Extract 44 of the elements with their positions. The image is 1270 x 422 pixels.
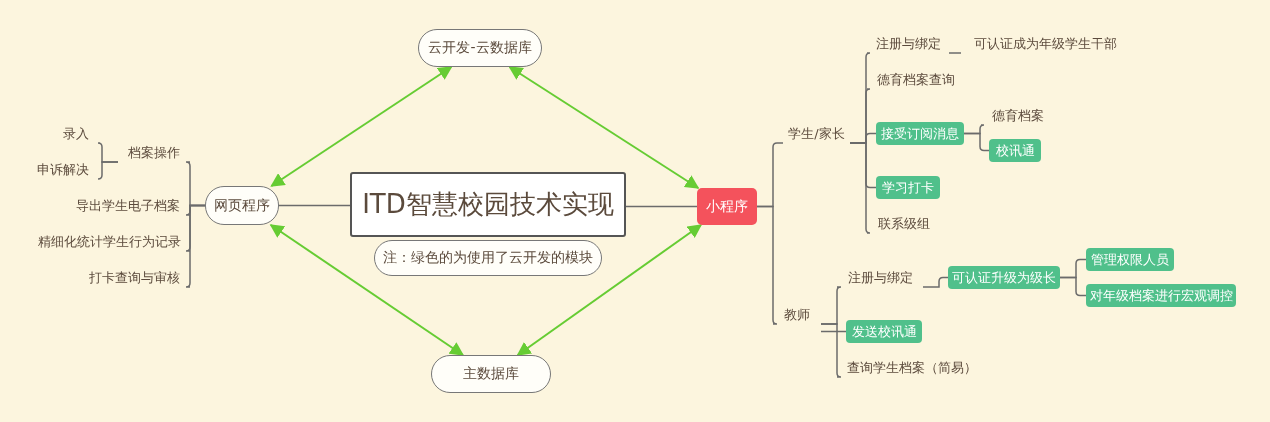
- topic-label: 精细化统计学生行为记录: [28, 232, 190, 251]
- branch-line: [185, 204, 206, 288]
- branch-line: [948, 52, 962, 54]
- branch-line: [278, 204, 351, 207]
- topic-label: 档案操作: [118, 143, 190, 162]
- topic-label: 查询学生档案（简易）: [837, 358, 986, 377]
- rounded-topic-box: 网页程序: [205, 186, 279, 225]
- topic-label: 学生/家长: [783, 124, 850, 143]
- central-topic-box: ITD智慧校园技术实现: [350, 172, 626, 237]
- double-arrow: [270, 66, 453, 187]
- rounded-topic-box: 主数据库: [431, 355, 551, 393]
- rounded-topic-box: 注：绿色的为使用了云开发的模块: [374, 240, 602, 276]
- branch-line: [756, 205, 778, 325]
- topic-label: 注册与绑定: [837, 268, 923, 287]
- branch-line: [963, 132, 990, 152]
- highlighted-topic-box: 校讯通: [989, 139, 1041, 162]
- highlighted-topic-box: 可认证升级为级长: [948, 266, 1060, 289]
- topic-label: 注册与绑定: [867, 34, 949, 53]
- double-arrow: [508, 66, 700, 189]
- topic-label: 德育档案: [981, 106, 1055, 125]
- topic-label: 导出学生电子档案: [66, 196, 190, 215]
- topic-label: 教师: [773, 305, 821, 324]
- topic-label: 德育档案查询: [867, 70, 965, 89]
- topic-label: 打卡查询与审核: [78, 268, 190, 287]
- branch-line: [849, 142, 871, 234]
- topic-label: 可认证成为年级学生干部: [961, 34, 1129, 53]
- highlighted-topic-box: 发送校讯通: [846, 320, 922, 343]
- branch-line: [820, 323, 842, 378]
- branch-line: [625, 205, 698, 208]
- highlighted-topic-box: 学习打卡: [876, 176, 940, 199]
- main-topic-box: 小程序: [697, 188, 757, 225]
- topic-label: 录入: [52, 124, 100, 143]
- branch-line: [922, 276, 949, 288]
- branch-line: [820, 330, 847, 333]
- topic-label: 联系级组: [867, 214, 941, 233]
- topic-label: 申诉解决: [26, 160, 100, 179]
- highlighted-topic-box: 管理权限人员: [1086, 248, 1174, 271]
- rounded-topic-box: 云开发-云数据库: [418, 29, 542, 67]
- highlighted-topic-box: 对年级档案进行宏观调控: [1086, 284, 1236, 307]
- double-arrow: [269, 224, 465, 356]
- branch-line: [1059, 276, 1087, 297]
- highlighted-topic-box: 接受订阅消息: [876, 122, 964, 145]
- double-arrow: [516, 224, 703, 356]
- branch-line: [97, 161, 119, 180]
